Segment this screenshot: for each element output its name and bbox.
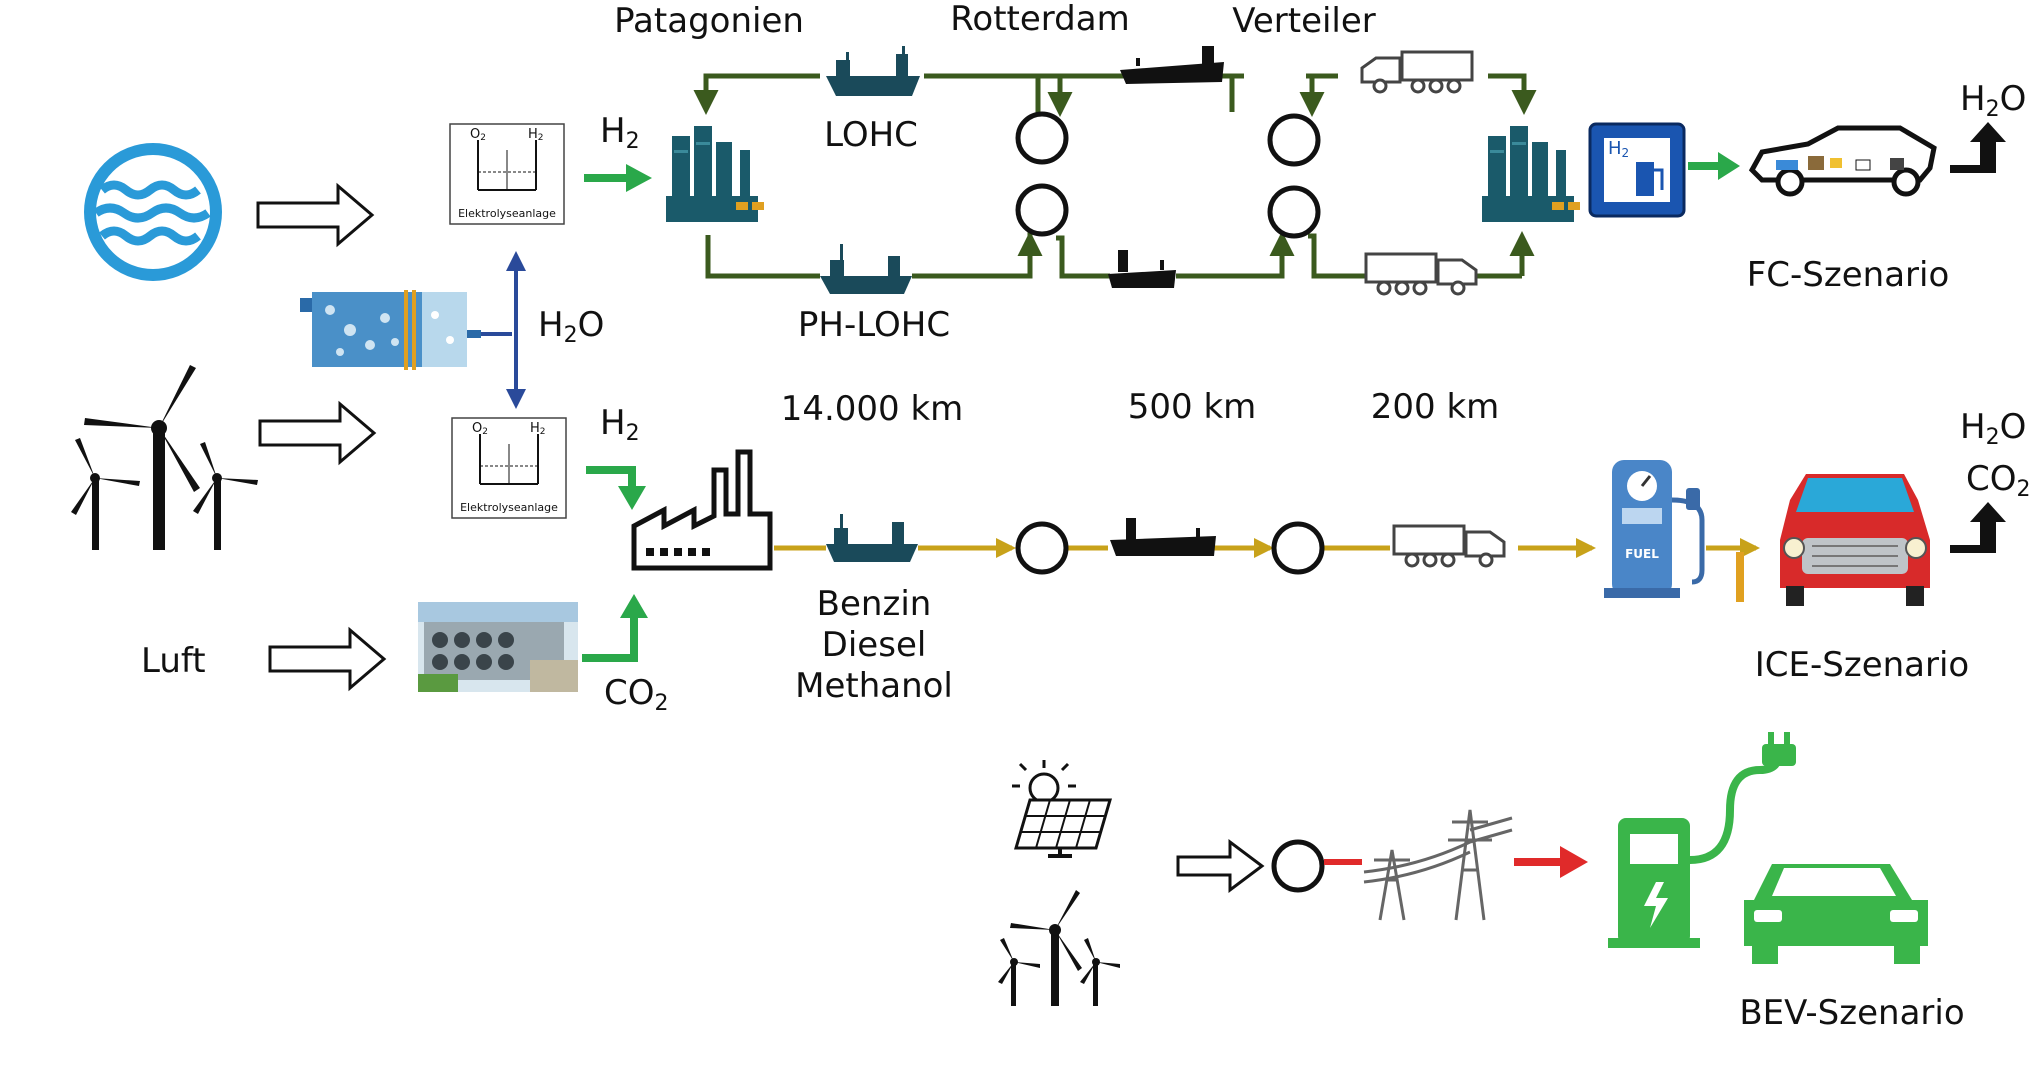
red-car-icon (1780, 474, 1930, 606)
bev-arrow-red (1514, 846, 1588, 878)
lohc-loop (693, 73, 1537, 279)
fuel-methanol: Methanol (795, 666, 953, 706)
node-rotterdam-bottom (1015, 183, 1069, 237)
tanker-ship-icon (826, 514, 918, 562)
hydrogen-plant-icon (666, 126, 764, 222)
truck-icon (1392, 524, 1506, 568)
carrier-ph-lohc: PH-LOHC (797, 305, 951, 345)
desalination-icon (300, 290, 481, 370)
electrolyzer-o2-top: O2 (470, 127, 486, 143)
scenario-bev: BEV-Szenario (1739, 993, 1965, 1033)
h2o-label-ice-exhaust: H2O (1960, 407, 2027, 450)
h2-arrow-fc (1688, 152, 1740, 180)
water-icon (84, 143, 222, 281)
solar-panel-icon (1012, 760, 1112, 858)
source-luft: Luft (141, 641, 206, 681)
carrier-lohc: LOHC (824, 115, 918, 155)
wind-turbine-icon (71, 365, 258, 550)
distance-verteiler-station: 200 km (1370, 387, 1500, 427)
electrolyzer-icon (451, 417, 567, 519)
fuel-pump-icon (1604, 460, 1705, 598)
factory-icon (631, 449, 773, 571)
h2-arrow-mid (586, 466, 646, 510)
node-verteiler-bottom (1267, 185, 1321, 239)
h2-label-mid: H2 (600, 403, 640, 446)
distance-patagonien-rotterdam: 14.000 km (780, 389, 964, 429)
h2-station-sign-icon (1588, 122, 1686, 218)
electrolyzer-label-top: Elektrolyseanlage (458, 207, 556, 220)
fuel-benzin: Benzin (816, 584, 932, 624)
location-verteiler: Verteiler (1232, 1, 1376, 41)
electrolyzer-h2-top: H2 (528, 127, 544, 143)
tanker-ship-icon (826, 46, 920, 96)
electrolyzer-h2-mid: H2 (530, 421, 546, 437)
truck-icon (1360, 50, 1474, 94)
fuel-list: Benzin Diesel Methanol (795, 584, 953, 707)
co2-arrow (582, 594, 648, 662)
barge-icon (1108, 250, 1176, 288)
scenario-fc: FC-Szenario (1746, 255, 1950, 295)
node-rotterdam-fuel (1015, 521, 1069, 575)
fuel-nozzle-icon (1736, 552, 1744, 602)
wind-turbine-icon (998, 890, 1120, 1006)
location-rotterdam: Rotterdam (950, 0, 1130, 39)
exhaust-arrow-icon (1950, 122, 2006, 173)
h2o-label-fc-exhaust: H2O (1960, 79, 2027, 122)
barge-icon (1120, 46, 1224, 84)
co2-label-ice-exhaust: CO2 (1966, 459, 2029, 502)
fuel-cell-car-icon (1748, 125, 1937, 197)
h2o-label-feed: H2O (538, 305, 605, 348)
node-rotterdam-top (1015, 111, 1069, 165)
hollow-arrow-luft (268, 626, 387, 692)
node-verteiler-top (1267, 113, 1321, 167)
station-sign-text: H2 (1608, 138, 1630, 160)
h2-arrow-top (584, 164, 652, 192)
air-capture-icon (418, 602, 578, 692)
ev-charger-icon (1608, 732, 1928, 964)
h2-label-top: H2 (600, 111, 640, 154)
barge-icon (1110, 518, 1216, 556)
truck-icon (1364, 252, 1478, 296)
hydrogen-plant-icon (1482, 126, 1580, 222)
hollow-arrow-water (256, 182, 375, 248)
distance-rotterdam-verteiler: 500 km (1127, 387, 1257, 427)
fuel-pump-text: FUEL (1625, 547, 1659, 561)
hollow-arrow-bev (1176, 839, 1265, 893)
electrolyzer-label-mid: Elektrolyseanlage (460, 501, 558, 514)
electrolyzer-icon (449, 123, 565, 225)
exhaust-arrow-icon (1950, 502, 2006, 553)
node-verteiler-fuel (1271, 521, 1325, 575)
electrolyzer-o2-mid: O2 (472, 421, 488, 437)
hollow-arrow-wind (258, 400, 377, 466)
fuel-diesel: Diesel (821, 625, 927, 665)
scenario-ice: ICE-Szenario (1754, 645, 1970, 685)
co2-label-capture: CO2 (604, 673, 669, 716)
location-patagonien: Patagonien (614, 1, 804, 41)
power-pylon-icon (1363, 809, 1513, 921)
node-grid (1271, 839, 1325, 893)
tanker-ship-icon (820, 244, 912, 294)
